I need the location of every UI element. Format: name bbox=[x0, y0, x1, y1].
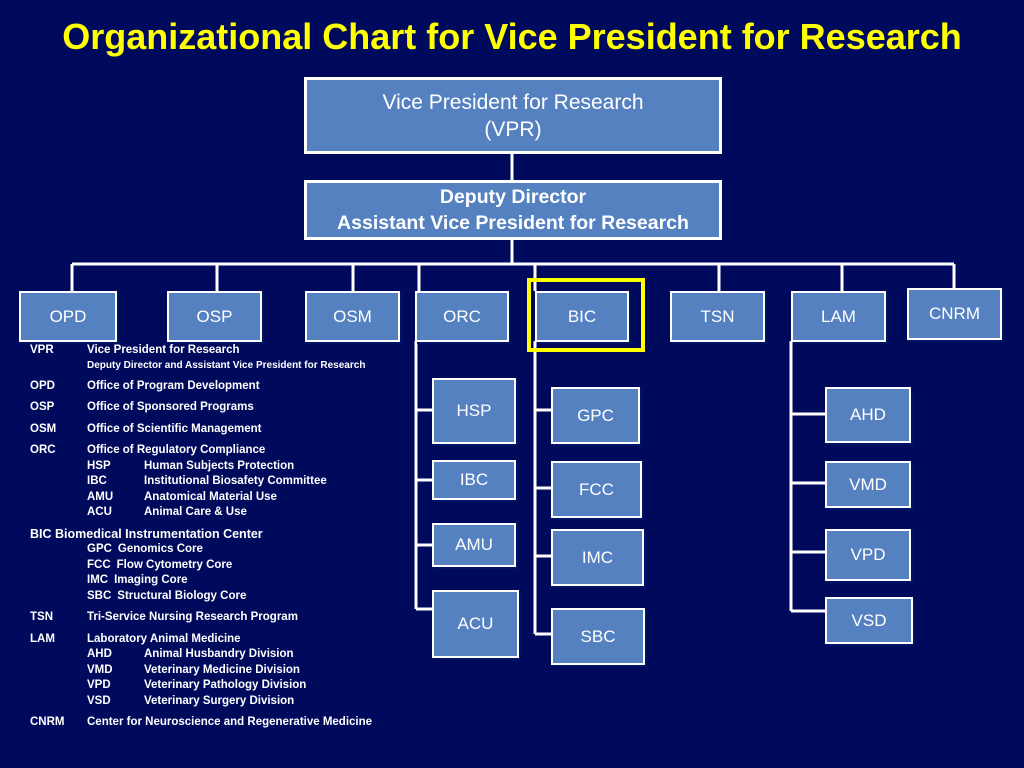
legend-sub-abbr: SBC bbox=[87, 589, 112, 602]
bic-highlight-frame bbox=[527, 278, 645, 352]
legend-sub-row: ACU Animal Care & Use bbox=[30, 505, 430, 521]
sub-fcc[interactable]: FCC bbox=[551, 461, 642, 518]
legend-sub-row: VPD Veterinary Pathology Division bbox=[30, 678, 430, 694]
legend-sub-row: VSD Veterinary Surgery Division bbox=[30, 694, 430, 710]
legend-sub-row: IBC Institutional Biosafety Committee bbox=[30, 474, 430, 490]
legend-row-orc: ORC Office of Regulatory Compliance bbox=[30, 443, 430, 459]
legend-row-lam: LAM Laboratory Animal Medicine bbox=[30, 632, 430, 648]
legend-sub-row: AMU Anatomical Material Use bbox=[30, 490, 430, 506]
legend-sub-name: Veterinary Medicine Division bbox=[144, 663, 300, 676]
legend-sub-abbr: ACU bbox=[87, 506, 112, 518]
legend-sub-name: Institutional Biosafety Committee bbox=[144, 475, 327, 487]
unit-orc[interactable]: ORC bbox=[415, 291, 509, 342]
deputy-director-box[interactable]: Deputy Director Assistant Vice President… bbox=[304, 180, 722, 240]
legend-row-vpr: VPR Vice President for Research bbox=[30, 343, 430, 359]
legend-sub-name: Genomics Core bbox=[117, 543, 203, 555]
unit-cnrm[interactable]: CNRM bbox=[907, 288, 1002, 340]
chart-title: Organizational Chart for Vice President … bbox=[62, 16, 962, 57]
legend-row-opd: OPD Office of Program Development bbox=[30, 379, 430, 395]
vpr-box[interactable]: Vice President for Research (VPR) bbox=[304, 77, 722, 154]
legend-abbr: VPR bbox=[30, 344, 54, 356]
legend-sub-row: SBC Structural Biology Core bbox=[30, 589, 430, 605]
unit-osm[interactable]: OSM bbox=[305, 291, 400, 342]
legend-sub-abbr: VSD bbox=[87, 694, 111, 707]
sub-acu[interactable]: ACU bbox=[432, 590, 519, 658]
legend-sub-name: Animal Husbandry Division bbox=[144, 648, 294, 660]
legend-row-osm: OSM Office of Scientific Management bbox=[30, 422, 430, 438]
legend-sub-abbr: VPD bbox=[87, 679, 111, 691]
vpr-abbreviation: (VPR) bbox=[484, 117, 542, 141]
legend-sub-row: AHD Animal Husbandry Division bbox=[30, 647, 430, 663]
legend-name: Tri-Service Nursing Research Program bbox=[87, 611, 298, 623]
sub-ibc[interactable]: IBC bbox=[432, 460, 516, 500]
legend-sub-name: Anatomical Material Use bbox=[144, 490, 277, 503]
legend-abbr: CNRM bbox=[30, 716, 65, 728]
legend-sub-row: IMC Imaging Core bbox=[30, 573, 430, 589]
legend-name: Laboratory Animal Medicine bbox=[87, 632, 241, 645]
sub-ahd[interactable]: AHD bbox=[825, 387, 911, 443]
legend-row-osp: OSP Office of Sponsored Programs bbox=[30, 400, 430, 416]
unit-opd[interactable]: OPD bbox=[19, 291, 117, 342]
legend-name: Office of Scientific Management bbox=[87, 422, 262, 435]
legend-sub-abbr: GPC bbox=[87, 543, 112, 555]
legend-sub-abbr: VMD bbox=[87, 663, 113, 676]
legend-name: Center for Neuroscience and Regenerative… bbox=[87, 716, 373, 728]
legend-sub-name: Structural Biology Core bbox=[117, 589, 247, 602]
sub-imc[interactable]: IMC bbox=[551, 529, 644, 586]
deputy-director-subtitle: Assistant Vice President for Research bbox=[337, 212, 689, 234]
legend-row-tsn: TSN Tri-Service Nursing Research Program bbox=[30, 610, 430, 626]
legend-sub-name: Flow Cytometry Core bbox=[116, 558, 233, 571]
legend-sub-name: Human Subjects Protection bbox=[144, 459, 295, 472]
legend-abbr: ORC bbox=[30, 444, 56, 456]
legend-sub-name: Veterinary Pathology Division bbox=[144, 679, 307, 691]
legend-abbr: LAM bbox=[30, 632, 55, 645]
legend-sub-abbr: AHD bbox=[87, 648, 112, 660]
legend-sub-abbr: AMU bbox=[87, 490, 114, 503]
sub-sbc[interactable]: SBC bbox=[551, 608, 645, 665]
legend-name: Office of Regulatory Compliance bbox=[87, 444, 266, 456]
legend-name: Office of Sponsored Programs bbox=[87, 401, 254, 413]
sub-vmd[interactable]: VMD bbox=[825, 461, 911, 508]
legend-sub-abbr: HSP bbox=[87, 459, 111, 472]
legend-sub-abbr: IBC bbox=[87, 475, 107, 487]
legend-sub-name: Imaging Core bbox=[114, 574, 188, 586]
legend-sub-name: Animal Care & Use bbox=[144, 506, 247, 518]
abbreviation-legend: VPR Vice President for Research Deputy D… bbox=[30, 343, 430, 731]
legend-vpr-note: Deputy Director and Assistant Vice Presi… bbox=[87, 359, 366, 371]
legend-abbr: OSP bbox=[30, 401, 55, 413]
legend-sub-name: Veterinary Surgery Division bbox=[144, 694, 295, 707]
sub-vsd[interactable]: VSD bbox=[825, 597, 913, 644]
legend-sub-abbr: FCC bbox=[87, 558, 111, 571]
sub-vpd[interactable]: VPD bbox=[825, 529, 911, 581]
sub-gpc[interactable]: GPC bbox=[551, 387, 640, 444]
unit-bic[interactable]: BIC bbox=[535, 291, 629, 342]
legend-sub-abbr: IMC bbox=[87, 574, 109, 586]
legend-row-bic: BIC Biomedical Instrumentation Center bbox=[30, 526, 263, 541]
legend-sub-row: HSP Human Subjects Protection bbox=[30, 459, 430, 475]
legend-sub-row: VMD Veterinary Medicine Division bbox=[30, 663, 430, 679]
deputy-director-title: Deputy Director bbox=[439, 186, 587, 208]
vpr-title: Vice President for Research bbox=[382, 90, 644, 114]
unit-tsn[interactable]: TSN bbox=[670, 291, 765, 342]
sub-amu[interactable]: AMU bbox=[432, 523, 516, 567]
unit-lam[interactable]: LAM bbox=[791, 291, 886, 342]
legend-abbr: OPD bbox=[30, 379, 55, 392]
legend-sub-row: FCC Flow Cytometry Core bbox=[30, 558, 430, 574]
unit-osp[interactable]: OSP bbox=[167, 291, 262, 342]
legend-name: Vice President for Research bbox=[87, 344, 240, 356]
sub-hsp[interactable]: HSP bbox=[432, 378, 516, 444]
legend-row-cnrm: CNRM Center for Neuroscience and Regener… bbox=[30, 715, 430, 731]
legend-name: Office of Program Development bbox=[87, 379, 260, 392]
legend-sub-row: GPC Genomics Core bbox=[30, 542, 430, 558]
legend-abbr: OSM bbox=[30, 422, 57, 435]
legend-abbr: TSN bbox=[30, 611, 53, 623]
